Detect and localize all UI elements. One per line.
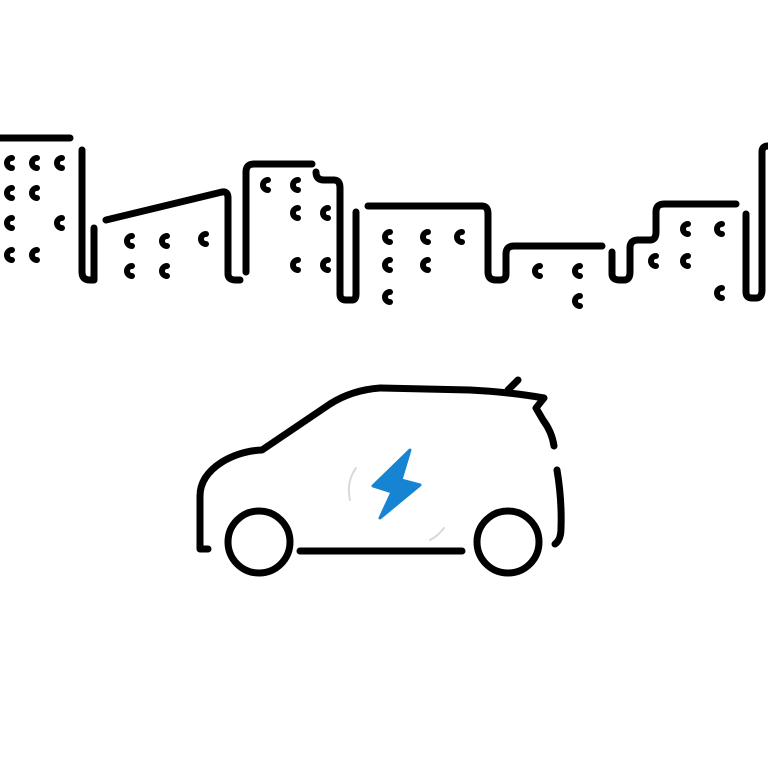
front-wheel-icon bbox=[224, 507, 294, 577]
building-3-windows bbox=[260, 177, 331, 273]
building-6-windows bbox=[648, 221, 725, 301]
car-body bbox=[196, 384, 558, 553]
electric-car-icon bbox=[196, 376, 565, 577]
building-4-windows bbox=[382, 229, 465, 305]
building-1-windows bbox=[4, 155, 65, 263]
building-1 bbox=[0, 134, 98, 284]
building-2 bbox=[102, 188, 244, 284]
car-rear bbox=[551, 466, 565, 548]
signal-waves bbox=[347, 467, 445, 541]
lightning-bolt-icon bbox=[371, 448, 422, 520]
building-3 bbox=[242, 160, 360, 304]
car-antenna bbox=[504, 376, 522, 394]
building-2-windows bbox=[124, 231, 209, 279]
building-6 bbox=[608, 142, 768, 302]
city-skyline-icon bbox=[0, 134, 768, 309]
rear-wheel-icon bbox=[473, 507, 543, 577]
building-5-windows bbox=[532, 263, 583, 309]
building-4 bbox=[364, 202, 606, 305]
building-5 bbox=[532, 263, 583, 309]
